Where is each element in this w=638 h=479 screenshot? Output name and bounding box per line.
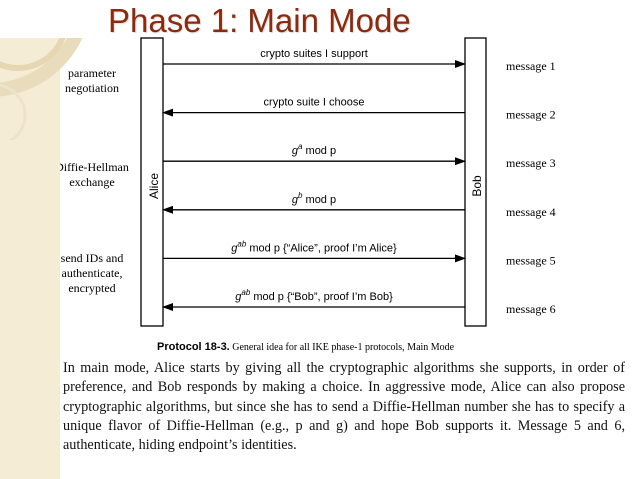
- message-number: message 2: [506, 108, 556, 122]
- message-label-rest: mod p {“Alice”, proof I’m Alice}: [246, 242, 397, 254]
- phase-label-line: send IDs and: [61, 251, 124, 265]
- message-label: crypto suites I support: [260, 48, 368, 60]
- body-paragraph: In main mode, Alice starts by giving all…: [63, 360, 625, 454]
- phase-label-line: authenticate,: [62, 266, 123, 280]
- message-label-text: crypto suite I choose: [264, 97, 365, 109]
- message-label-exponent: ab: [237, 239, 246, 248]
- slide-title: Phase 1: Main Mode: [108, 2, 411, 39]
- message-label-base: g: [292, 145, 299, 157]
- message-label-base: g: [292, 194, 299, 206]
- message-label-exponent: b: [298, 191, 303, 200]
- message-label-rest: mod p: [302, 194, 336, 206]
- message-number: message 6: [506, 302, 556, 316]
- bob-label: Bob: [470, 175, 484, 197]
- caption-label: Protocol 18-3.: [157, 341, 230, 353]
- phase-label-line: encrypted: [68, 281, 115, 295]
- phase-label-line: exchange: [69, 175, 114, 189]
- message-number: message 1: [506, 59, 556, 73]
- message-label-exponent: ab: [241, 288, 250, 297]
- phase-label-line: parameter: [68, 66, 116, 80]
- message-number: message 5: [506, 253, 556, 267]
- message-label-rest: mod p: [302, 145, 336, 157]
- figure-caption: Protocol 18-3. General idea for all IKE …: [157, 341, 455, 353]
- title-band: [0, 0, 638, 38]
- message-label-base: g: [231, 242, 238, 254]
- message-label: ga mod p: [292, 142, 336, 157]
- message-number: message 3: [506, 156, 556, 170]
- message-number: message 4: [506, 205, 556, 219]
- caption-text: General idea for all IKE phase-1 protoco…: [230, 342, 455, 353]
- message-label-base: g: [235, 291, 242, 303]
- message-label: gab mod p {“Bob”, proof I’m Bob}: [235, 288, 393, 303]
- message-label: gab mod p {“Alice”, proof I’m Alice}: [231, 239, 397, 254]
- phase-label-line: negotiation: [65, 81, 119, 95]
- message-label-rest: mod p {“Bob”, proof I’m Bob}: [250, 291, 393, 303]
- phase-label-line: Diffie-Hellman: [60, 160, 129, 174]
- message-label: gb mod p: [292, 191, 336, 206]
- alice-lifeline: [140, 37, 164, 327]
- message-label-text: crypto suites I support: [260, 48, 368, 60]
- message-label-exponent: a: [298, 142, 303, 151]
- bob-lifeline: [464, 37, 487, 327]
- alice-label: Alice: [147, 173, 161, 199]
- message-label: crypto suite I choose: [264, 97, 365, 109]
